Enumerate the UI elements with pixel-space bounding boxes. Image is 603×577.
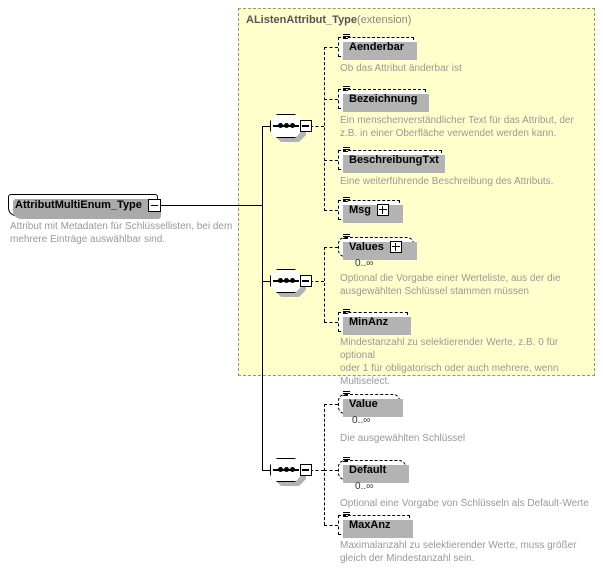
- extension-base-type-label: AListenAttribut_Type: [246, 14, 358, 26]
- seq1-branch-spine: [324, 47, 325, 211]
- element-label: Value: [349, 398, 378, 410]
- branch-line-msg: [324, 210, 338, 211]
- branch-line-beschreibungtxt: [324, 160, 338, 161]
- annotation-beschreibungtxt: Eine weiterführende Beschreibung des Att…: [340, 176, 554, 187]
- element-box-minanz[interactable]: MinAnz: [338, 309, 411, 335]
- main-trunk-line: [262, 126, 263, 470]
- branch-line-minanz: [324, 322, 338, 323]
- annotation-value: Die ausgewählten Schlüssel: [340, 433, 466, 444]
- branch-line-aenderbar: [324, 47, 338, 48]
- element-box-values[interactable]: Values: [338, 234, 417, 260]
- root-type-label: AttributMultiEnum_Type: [15, 199, 142, 211]
- plus-icon[interactable]: [377, 204, 389, 216]
- element-label: MaxAnz: [349, 519, 391, 531]
- element-box-value[interactable]: Value: [338, 391, 403, 417]
- seq2-branch-spine: [324, 247, 325, 322]
- element-icon: [343, 309, 350, 316]
- element-icon: [343, 86, 350, 93]
- cardinality-values: 0..∞: [355, 258, 374, 269]
- extension-panel: [238, 8, 595, 376]
- element-box-default[interactable]: Default: [338, 457, 409, 483]
- branch-line-maxanz: [324, 525, 338, 526]
- element-label: MinAnz: [349, 316, 389, 328]
- seq3-branch-spine: [324, 404, 325, 525]
- branch-line-bezeichnung: [324, 99, 338, 100]
- sequence-icon-extension-lower[interactable]: [270, 269, 312, 297]
- branch-line-values: [324, 247, 338, 248]
- annotation-values: Optional die Vorgabe einer Werteliste, a…: [340, 273, 561, 297]
- branch-line-default: [324, 470, 338, 471]
- element-label: Values: [349, 241, 384, 253]
- seq1-out-line: [310, 126, 324, 127]
- seq2-stub-line: [262, 281, 270, 282]
- minus-icon[interactable]: [147, 198, 161, 212]
- plus-icon[interactable]: [389, 241, 402, 253]
- root-type-box[interactable]: AttributMultiEnum_Type: [8, 194, 161, 219]
- seq2-out-line: [310, 281, 324, 282]
- element-icon: [343, 391, 350, 398]
- annotation-minanz: Mindestanzahl zu selektierender Werte, z…: [340, 337, 559, 387]
- seq1-stub-line: [262, 126, 270, 127]
- annotation-bezeichnung: Ein menschenverständlicher Text für das …: [340, 115, 574, 139]
- element-box-maxanz[interactable]: MaxAnz: [338, 512, 413, 538]
- branch-line-value: [324, 404, 338, 405]
- sequence-icon-extension-upper[interactable]: [270, 114, 312, 142]
- element-icon: [343, 512, 350, 519]
- sequence-icon-own[interactable]: [270, 458, 312, 486]
- annotation-default: Optional eine Vorgabe von Schlüsseln als…: [340, 498, 589, 509]
- extension-panel-title: AListenAttribut_Type(extension): [246, 14, 411, 26]
- annotation-maxanz: Maximalanzahl zu selektierender Werte, m…: [340, 540, 577, 564]
- element-label: Msg: [349, 204, 371, 216]
- root-type-annotation: Attribut mit Metadaten für Schlüssellist…: [10, 221, 233, 245]
- element-label: Default: [349, 464, 387, 476]
- element-icon: [343, 234, 350, 241]
- seq3-stub-line: [262, 470, 270, 471]
- element-label: Aenderbar: [349, 41, 405, 53]
- cardinality-default: 0..∞: [355, 481, 374, 492]
- extension-kind-label: (extension): [357, 14, 412, 26]
- element-label: BeschreibungTxt: [349, 154, 439, 166]
- element-icon: [343, 34, 350, 41]
- element-box-msg[interactable]: Msg: [338, 197, 403, 223]
- element-box-beschreibungtxt[interactable]: BeschreibungTxt: [338, 147, 445, 173]
- cardinality-value: 0..∞: [352, 415, 371, 426]
- annotation-aenderbar: Ob das Attribut änderbar ist: [340, 63, 462, 74]
- element-box-aenderbar[interactable]: Aenderbar: [338, 34, 417, 60]
- element-icon: [343, 147, 350, 154]
- element-icon: [343, 197, 350, 204]
- element-icon: [343, 457, 350, 464]
- element-box-bezeichnung[interactable]: Bezeichnung: [338, 86, 429, 112]
- seq3-out-line: [310, 470, 324, 471]
- element-label: Bezeichnung: [349, 93, 418, 105]
- root-connector-line: [158, 205, 262, 206]
